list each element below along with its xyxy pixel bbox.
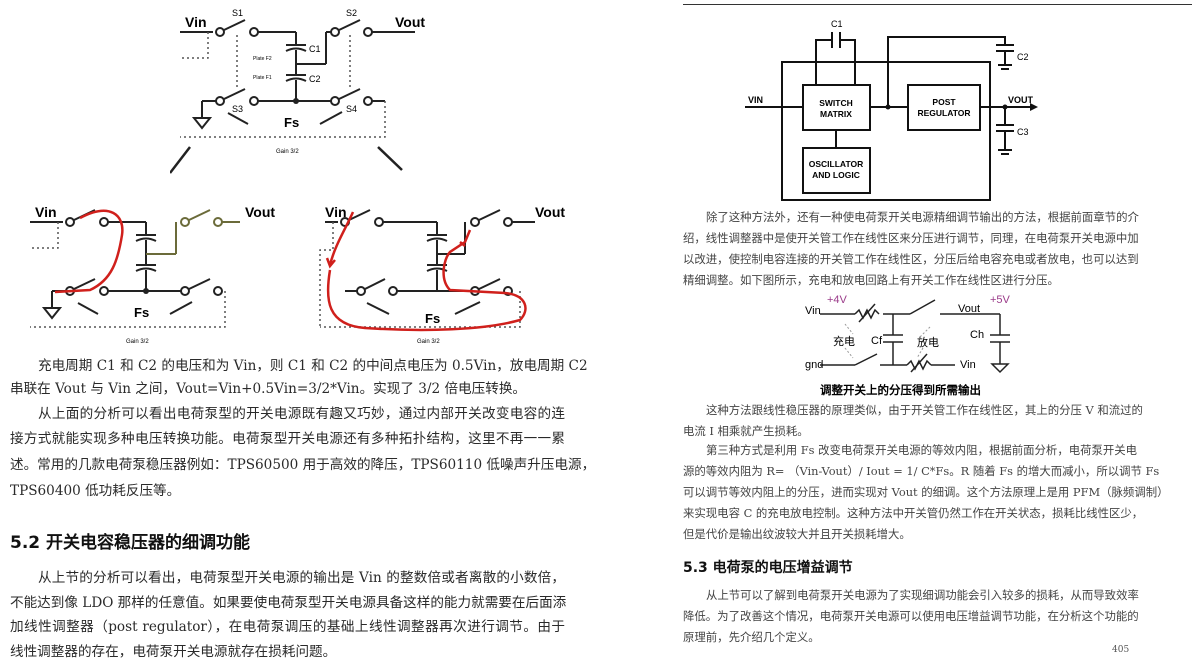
vout-label: Vout bbox=[245, 204, 275, 220]
charge-cycle-circuit: Vin Vout Fs Gain 3/2 bbox=[30, 204, 275, 345]
switch-matrix-label: SWITCH bbox=[819, 98, 853, 108]
discharge-cycle-circuit: Vin Vout Fs Gain 3/2 bbox=[319, 204, 565, 345]
page-number: 405 bbox=[1112, 645, 1130, 655]
text-line: 充电周期 C1 和 C2 的电压和为 Vin，则 C1 和 C2 的中间点电压为… bbox=[38, 358, 588, 374]
vin-label: Vin bbox=[325, 204, 347, 220]
gnd-label: gnd bbox=[805, 359, 823, 371]
branch-arrows bbox=[170, 146, 403, 174]
s4-label: S4 bbox=[346, 104, 357, 114]
text-line: 这种方法跟线性稳压器的原理类似，由于开关管工作在线性区，其上的分压 V 和流过的 bbox=[706, 403, 1143, 417]
s2-label: S2 bbox=[346, 8, 357, 18]
figure-caption: 调整开关上的分压得到所需输出 bbox=[820, 383, 981, 397]
linear-region-switch-circuit: Vin +4V Vout +5V Ch Cf 充电 放电 gnd Vin 调整开… bbox=[805, 294, 1011, 397]
text-line: 不能达到像 LDO 那样的任意值。如果要使电荷泵型开关电源具备这样的能力就需要在… bbox=[10, 594, 567, 611]
fs-label: Fs bbox=[134, 305, 149, 320]
vin-label: Vin bbox=[185, 14, 207, 30]
text-line: 串联在 Vout 与 Vin 之间，Vout=Vin+0.5Vin=3/2*Vi… bbox=[10, 381, 527, 397]
vin-label: Vin bbox=[35, 204, 57, 220]
text-line: 降低。为了改善这个情况，电荷泵开关电源可以使用电压增益调节功能，在分析这个功能的 bbox=[683, 609, 1139, 623]
charge-pump-block-diagram: SWITCH MATRIX OSCILLATOR AND LOGIC POST … bbox=[745, 19, 1038, 201]
paragraph-linear-loss: 这种方法跟线性稳压器的原理类似，由于开关管工作在线性区，其上的分压 V 和流过的… bbox=[683, 400, 1143, 442]
vout-label: Vout bbox=[958, 303, 980, 315]
vout-value-label: +5V bbox=[990, 294, 1011, 306]
figure-caption: Gain 3/2 bbox=[276, 149, 299, 155]
plate-f2-label: Plate F2 bbox=[253, 56, 272, 62]
text-line: 除了这种方法外，还有一种使电荷泵开关电源精细调节输出的方法，根据前面章节的介 bbox=[706, 210, 1139, 224]
text-line: 原理前，先介绍几个定义。 bbox=[683, 630, 820, 644]
text-line: 第三种方式是利用 Fs 改变电荷泵开关电源的等效内阻，根据前面分析，电荷泵开关电 bbox=[706, 443, 1138, 457]
text-line: 从上节可以了解到电荷泵开关电源为了实现细调功能会引入较多的损耗，从而导致效率 bbox=[706, 588, 1139, 602]
text-line: 源的等效内阻为 R= （Vin-Vout）/ Iout = 1/ C*Fs。R … bbox=[683, 464, 1160, 478]
oscillator-label: AND LOGIC bbox=[812, 170, 860, 180]
text-line: 电流 I 相乘就产生损耗。 bbox=[683, 424, 809, 438]
figure-caption: Gain 3/2 bbox=[126, 339, 149, 345]
discharge-current-annotation-vin bbox=[325, 211, 355, 269]
vin-label: Vin bbox=[960, 359, 976, 371]
vout-label: Vout bbox=[395, 14, 425, 30]
vin-label: VIN bbox=[748, 95, 763, 105]
c3-label: C3 bbox=[1017, 127, 1029, 137]
post-regulator-label: POST bbox=[932, 97, 956, 107]
paragraph-linear-switch: 除了这种方法外，还有一种使电荷泵开关电源精细调节输出的方法，根据前面章节的介 绍… bbox=[683, 207, 1139, 291]
paragraph-charge-cycle: 充电周期 C1 和 C2 的电压和为 Vin，则 C1 和 C2 的中间点电压为… bbox=[10, 355, 588, 401]
vin-label: Vin bbox=[805, 305, 821, 317]
c1-label: C1 bbox=[831, 19, 843, 29]
text-line: 精细调整。如下图所示，充电和放电回路上有开关工作在线性区进行分压。 bbox=[683, 273, 1059, 287]
fs-label: Fs bbox=[425, 311, 440, 326]
s3-label: S3 bbox=[232, 104, 243, 114]
vout-label: VOUT bbox=[1008, 95, 1034, 105]
figure-caption: Gain 3/2 bbox=[417, 339, 440, 345]
text-line: 述。常用的几款电荷泵稳压器例如：TPS60500 用于高效的降压，TPS6011… bbox=[10, 457, 596, 473]
post-regulator-label: REGULATOR bbox=[917, 108, 970, 118]
charge-label: 充电 bbox=[833, 334, 855, 348]
c2-label: C2 bbox=[309, 74, 321, 84]
text-line: 从上面的分析可以看出电荷泵型的开关电源既有趣又巧妙，通过内部开关改变电容的连 bbox=[38, 406, 565, 422]
section-heading-5-2: 5.2 开关电容稳压器的细调功能 bbox=[10, 533, 251, 553]
ch-label: Ch bbox=[970, 329, 984, 341]
text-line: 可以调节等效内阻上的分压，进而实现对 Vout 的细调。这个方法原理上是用 PF… bbox=[683, 485, 1169, 499]
vout-label: Vout bbox=[535, 204, 565, 220]
paragraph-voltage-gain: 从上节可以了解到电荷泵开关电源为了实现细调功能会引入较多的损耗，从而导致效率 降… bbox=[683, 585, 1139, 648]
page-top-rule bbox=[683, 4, 1192, 5]
fs-label: Fs bbox=[284, 115, 299, 130]
text-line: 接方式就能实现多种电压转换功能。电荷泵型开关电源还有多种拓扑结构，这里不再一一累 bbox=[10, 431, 565, 447]
discharge-current-annotation-loop bbox=[326, 229, 527, 332]
paragraph-post-regulator: 从上节的分析可以看出，电荷泵型开关电源的输出是 Vin 的整数倍或者离散的小数倍… bbox=[10, 566, 567, 664]
text-line: 从上节的分析可以看出，电荷泵型开关电源的输出是 Vin 的整数倍或者离散的小数倍… bbox=[38, 570, 565, 586]
oscillator-label: OSCILLATOR bbox=[809, 159, 863, 169]
text-line: 以改进，使控制电容连接的开关管工作在线性区，分压后给电容充电或者放电，也可以达到 bbox=[683, 252, 1139, 266]
charge-current-annotation bbox=[54, 209, 124, 294]
paragraph-frequency-method: 第三种方式是利用 Fs 改变电荷泵开关电源的等效内阻，根据前面分析，电荷泵开关电… bbox=[683, 440, 1169, 545]
text-line: TPS60400 低功耗反压等。 bbox=[10, 483, 181, 499]
discharge-label: 放电 bbox=[917, 335, 939, 349]
text-line: 绍，线性调整器中是使开关管工作在线性区来分压进行调节，同理，在电荷泵开关电源中加 bbox=[683, 231, 1139, 245]
switch-matrix-label: MATRIX bbox=[820, 109, 852, 119]
s1-label: S1 bbox=[232, 8, 243, 18]
section-heading-5-3: 5.3 电荷泵的电压增益调节 bbox=[683, 560, 853, 576]
text-line: 线性调整器的存在，电荷泵开关电源就存在损耗问题。 bbox=[10, 643, 337, 660]
text-line: 来实现电容 C 的充电放电控制。这种方法中开关管仍然工作在开关状态，损耗比线性区… bbox=[683, 506, 1144, 520]
text-line: 加线性调整器（post regulator），在电荷泵调压的基础上线性调整器再次… bbox=[10, 619, 565, 635]
charge-pump-circuit-gain-3-2: Vin Vout S1 S2 S3 S4 C1 C2 Plate F2 Plat… bbox=[180, 8, 425, 155]
plate-f1-label: Plate F1 bbox=[253, 75, 272, 81]
cf-label: Cf bbox=[871, 335, 883, 347]
text-line: 但是代价是输出纹波较大并且开关损耗增大。 bbox=[683, 527, 911, 541]
vin-value-label: +4V bbox=[827, 294, 848, 306]
c1-label: C1 bbox=[309, 44, 321, 54]
c2-label: C2 bbox=[1017, 52, 1029, 62]
paragraph-analysis: 从上面的分析可以看出电荷泵型的开关电源既有趣又巧妙，通过内部开关改变电容的连 接… bbox=[10, 403, 596, 504]
